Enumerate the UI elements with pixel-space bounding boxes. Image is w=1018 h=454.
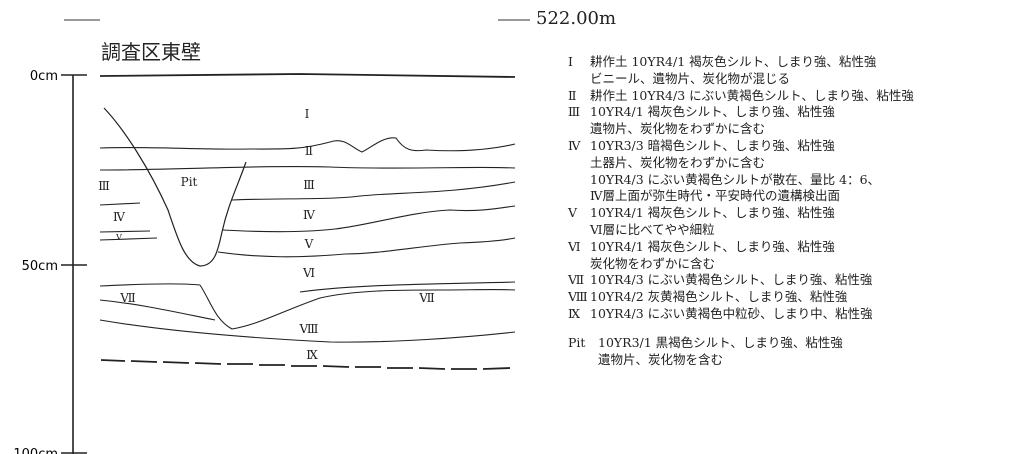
legend-description: 遺物片、炭化物をわずかに含む: [590, 121, 766, 137]
legend-key: Ⅷ: [568, 289, 588, 305]
legend-line: Ⅱ 耕作土 10YR4/3 にぶい黄褐色シルト、しまり強、粘性強: [568, 88, 1016, 105]
section-label-pit: Pit: [181, 175, 198, 189]
boundary-layer-VIII-IX: [99, 319, 516, 343]
legend-line: Ⅲ 10YR4/1 褐灰色シルト、しまり強、粘性強: [568, 104, 1016, 121]
legend-description: 10YR3/1 黒褐色シルト、しまり強、粘性強: [598, 334, 843, 350]
boundary-layer-VII: [199, 284, 516, 330]
section-label-IV: Ⅳ: [303, 208, 316, 222]
legend-line: 土器片、炭化物をわずかに含む: [568, 155, 1016, 172]
legend-key: Ⅲ: [568, 104, 581, 120]
layer-legend: Ⅰ 耕作土 10YR4/1 褐灰色シルト、しまり強、粘性強ビニール、遺物片、炭化物…: [568, 54, 1016, 368]
boundary-layer-IV-V: [221, 205, 516, 233]
section-label-III: Ⅲ: [303, 178, 315, 192]
legend-line: Ⅳ 10YR3/3 暗褐色シルト、しまり強、粘性強: [568, 138, 1016, 155]
legend-line: Pit 10YR3/1 黒褐色シルト、しまり強、粘性強: [568, 335, 1016, 352]
legend-key-indent: [568, 121, 590, 138]
legend-line: Ⅴ 10YR4/1 褐灰色シルト、しまり強、粘性強: [568, 205, 1016, 222]
legend-description: 10YR4/1 褐灰色シルト、しまり強、粘性強: [590, 205, 835, 221]
depth-scale: 0cm 50cm 100cm: [13, 69, 87, 454]
legend-description: ビニール、遺物片、炭化物が混じる: [590, 70, 791, 86]
section-label-VIII: Ⅷ: [299, 322, 319, 336]
wall-title: 調査区東壁: [101, 40, 201, 64]
legend-description: 炭化物をわずかに含む: [590, 255, 716, 271]
boundary-layer-III-IV: [231, 181, 516, 201]
legend-line: Ⅵ 10YR4/1 褐灰色シルト、しまり強、粘性強: [568, 239, 1016, 256]
section-label-VI: Ⅵ: [302, 266, 315, 280]
pit-outline: [103, 107, 247, 267]
legend-key: Ⅴ: [568, 205, 578, 221]
excavation-bottom-dashed-line: [100, 359, 511, 370]
boundary-layer-I-II: [99, 137, 516, 153]
legend-description: 10YR3/3 暗褐色シルト、しまり強、粘性強: [590, 137, 835, 153]
legend-line: 炭化物をわずかに含む: [568, 256, 1016, 273]
legend-description: 耕作土 10YR4/3 にぶい黄褐色シルト、しまり強、粘性強: [590, 87, 914, 103]
section-label-V: Ⅴ: [304, 237, 314, 251]
legend-description: 10YR4/3 にぶい黄褐色中粒砂、しまり中、粘性強: [590, 305, 873, 321]
section-label-I: Ⅰ: [305, 107, 310, 121]
legend-spacer: [568, 323, 1016, 335]
boundary-layer-III-IV-left: [99, 202, 141, 206]
legend-line: 遺物片、炭化物をわずかに含む: [568, 121, 1016, 138]
section-label-V-left: Ⅴ: [115, 233, 122, 242]
boundary-layer-VII-VIII-left: [99, 299, 216, 321]
boundary-layer-VI-VII-left: [99, 283, 201, 287]
legend-key: Pit: [568, 334, 586, 350]
legend-key-indent: [568, 172, 590, 189]
legend-key: Ⅳ: [568, 137, 581, 153]
legend-key: Ⅸ: [568, 305, 581, 321]
legend-line: Ⅶ 10YR4/3 にぶい黄褐色シルト、しまり強、粘性強: [568, 272, 1016, 289]
legend-key-indent: [568, 188, 590, 205]
elevation-label: 522.00m: [536, 8, 617, 29]
section-label-II: Ⅱ: [305, 144, 313, 158]
scale-label-50: 50cm: [22, 259, 58, 274]
section-label-VII-left: Ⅶ: [119, 291, 136, 305]
boundary-layer-V-VI: [217, 237, 516, 258]
legend-key-indent: [568, 222, 590, 239]
legend-line: 10YR4/3 にぶい黄褐色シルトが散在、量比 4：6、: [568, 172, 1016, 189]
scale-label-100: 100cm: [13, 447, 58, 454]
legend-key: Ⅵ: [568, 238, 581, 254]
ground-surface-line: [99, 73, 516, 78]
legend-description: 耕作土 10YR4/1 褐灰色シルト、しまり強、粘性強: [590, 54, 877, 69]
legend-description: Ⅵ層に比べてやや細粒: [590, 221, 715, 237]
legend-description: 10YR4/2 灰黄褐色シルト、しまり強、粘性強: [590, 289, 848, 305]
legend-description: 10YR4/1 褐灰色シルト、しまり強、粘性強: [590, 238, 835, 254]
legend-key-indent: [568, 71, 590, 88]
legend-description: 10YR4/3 にぶい黄褐色シルトが散在、量比 4：6、: [590, 171, 881, 187]
boundary-layer-IV-V-left-b: [99, 237, 158, 241]
legend-key-indent: [568, 352, 598, 369]
boundary-layer-IV-V-left-a: [99, 230, 151, 233]
legend-description: 10YR4/1 褐灰色シルト、しまり強、粘性強: [590, 104, 835, 120]
section-layer-labels: Ⅰ Ⅱ Ⅲ Ⅲ Ⅳ Ⅳ Ⅴ Ⅴ Ⅵ Ⅶ Ⅶ Ⅷ Ⅸ Pit: [98, 107, 435, 362]
legend-description: 10YR4/3 にぶい黄褐色シルト、しまり強、粘性強: [590, 272, 873, 288]
legend-line: 遺物片、炭化物を含む: [568, 352, 1016, 369]
section-label-III-left: Ⅲ: [98, 179, 110, 193]
legend-line: Ⅵ層に比べてやや細粒: [568, 222, 1016, 239]
boundary-layer-II-III: [99, 165, 516, 171]
legend-description: Ⅳ層上面が弥生時代・平安時代の遺構検出面: [590, 188, 840, 204]
legend-line: Ⅰ 耕作土 10YR4/1 褐灰色シルト、しまり強、粘性強: [568, 54, 1016, 71]
legend-line: Ⅸ 10YR4/3 にぶい黄褐色中粒砂、しまり中、粘性強: [568, 306, 1016, 323]
layer-boundaries: [99, 73, 516, 370]
legend-key-indent: [568, 256, 590, 273]
section-label-IV-left: Ⅳ: [113, 210, 126, 224]
boundary-layer-VI-VII-right: [299, 281, 516, 293]
section-label-IX: Ⅸ: [306, 348, 318, 362]
scale-label-0: 0cm: [30, 69, 58, 84]
legend-key: Ⅶ: [568, 272, 585, 288]
legend-key-indent: [568, 155, 590, 172]
section-label-VII-right: Ⅶ: [418, 291, 435, 305]
legend-line: Ⅳ層上面が弥生時代・平安時代の遺構検出面: [568, 188, 1016, 205]
legend-description: 土器片、炭化物をわずかに含む: [590, 154, 766, 170]
legend-key: Ⅰ: [568, 54, 573, 69]
legend-description: 遺物片、炭化物を含む: [598, 351, 724, 367]
legend-line: ビニール、遺物片、炭化物が混じる: [568, 71, 1016, 88]
legend-key: Ⅱ: [568, 87, 577, 103]
